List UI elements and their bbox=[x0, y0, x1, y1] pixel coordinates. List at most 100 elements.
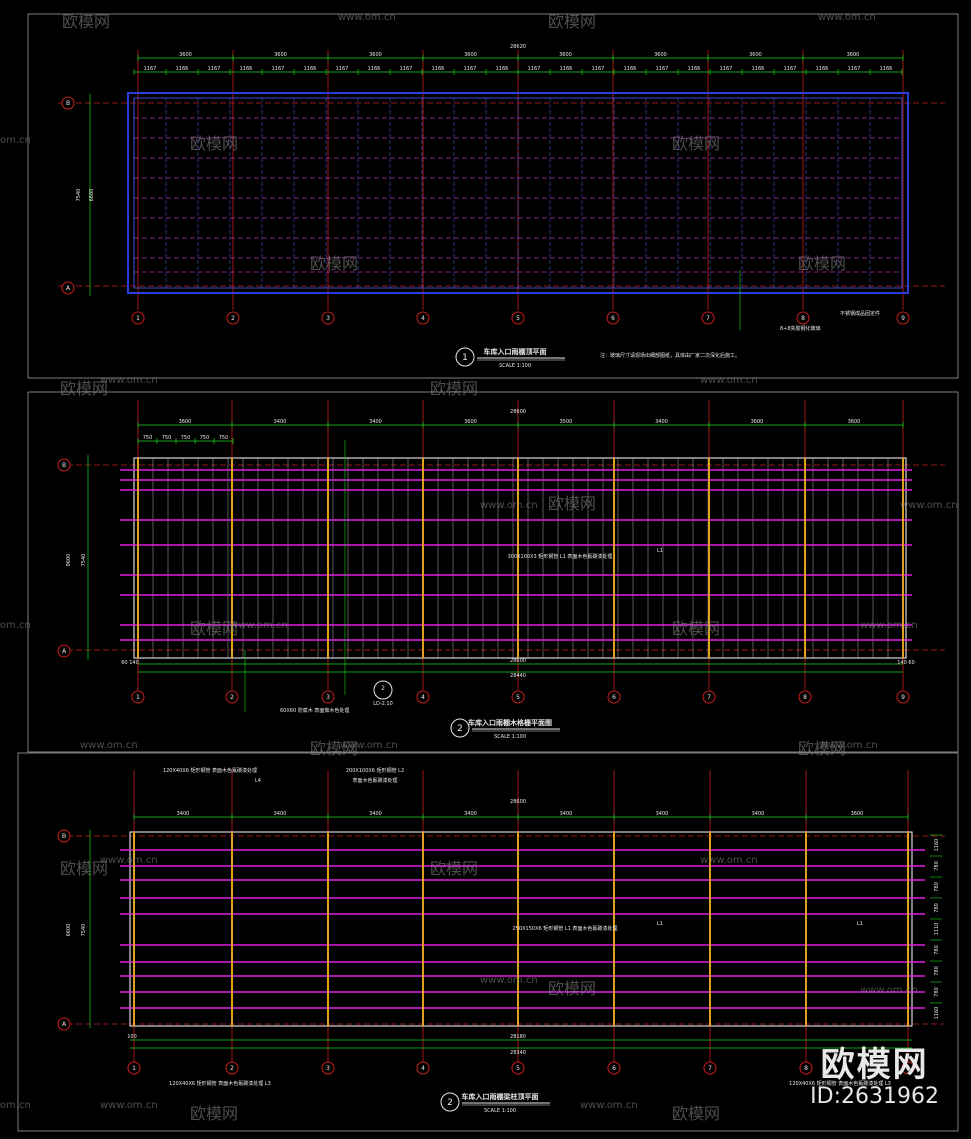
watermark-site: www.om.cn bbox=[860, 620, 918, 631]
plan2-dim-value: 3600 bbox=[179, 419, 192, 425]
plan3-right-dim: 1160 bbox=[934, 1007, 940, 1020]
plan1-axis-label: 7 bbox=[706, 315, 710, 322]
watermark-site: www.om.cn bbox=[700, 375, 758, 386]
plan2-row-label: B bbox=[62, 462, 66, 469]
plan3-row-bubble bbox=[57, 829, 71, 843]
plan1-sub-dim-value: 1166 bbox=[496, 66, 509, 72]
geometry-layer bbox=[17, 13, 959, 1132]
plan3-label-l1a: L1 bbox=[657, 921, 663, 927]
plan1-sub-dim-value: 1167 bbox=[272, 66, 285, 72]
plan3-right-dim: 780 bbox=[934, 945, 940, 955]
plan2-axis-bubble bbox=[131, 690, 145, 704]
plan2-dim-value: 3600 bbox=[464, 419, 477, 425]
plan3-left-mid: 7540 bbox=[81, 924, 87, 937]
plan2-small-dim-value: 750 bbox=[143, 435, 153, 441]
plan2-edge-right: 140 60 bbox=[897, 660, 915, 666]
watermark-brand: 欧模网 bbox=[548, 12, 597, 31]
plan1-sub-dim-value: 1167 bbox=[464, 66, 477, 72]
plan3-right-dim: 780 bbox=[934, 903, 940, 913]
plan1-sub-dim-value: 1166 bbox=[816, 66, 829, 72]
plan3-axis-bubble bbox=[607, 1061, 621, 1075]
plan1-dim-value: 3600 bbox=[369, 52, 382, 58]
plan3-dim-value: 3400 bbox=[656, 811, 669, 817]
plan3-dim-value: 3400 bbox=[752, 811, 765, 817]
plan1-dim-value: 3600 bbox=[464, 52, 477, 58]
brand-id: ID:2631962 bbox=[810, 1084, 939, 1109]
plan3-axis-bubble bbox=[416, 1061, 430, 1075]
plan2-axis-bubble bbox=[607, 690, 621, 704]
plan2-axis-label: 2 bbox=[230, 694, 234, 701]
plan2-dim-value: 3600 bbox=[751, 419, 764, 425]
plan1-total-dim: 28620 bbox=[510, 44, 526, 50]
plan3-dim-value: 3400 bbox=[560, 811, 573, 817]
plan2-axis-bubble bbox=[896, 690, 910, 704]
plan2-dim-value: 3400 bbox=[274, 419, 287, 425]
plan1-row-bubble bbox=[61, 281, 75, 295]
plan2-small-dim-value: 750 bbox=[219, 435, 229, 441]
plan2-title: 车库入口雨棚木格栅平面图 bbox=[468, 718, 552, 727]
watermark-site: www.om.cn bbox=[480, 500, 538, 511]
plan2-axis-bubble bbox=[225, 690, 239, 704]
watermark-brand: 欧模网 bbox=[190, 1104, 239, 1123]
watermark-site: om.cn bbox=[0, 135, 31, 146]
plan3-right-dim: 780 bbox=[934, 861, 940, 871]
plan1-row-bubble bbox=[61, 96, 75, 110]
plan2-label-l1: L1 bbox=[657, 548, 663, 554]
plan3-total-bottom1: 28180 bbox=[510, 1034, 526, 1040]
plan3-total-top: 28600 bbox=[510, 799, 526, 805]
plan2-total-bottom1: 28600 bbox=[510, 658, 526, 664]
watermark-site: www.om.cn bbox=[700, 855, 758, 866]
plan2-dim-value: 3600 bbox=[848, 419, 861, 425]
plan2-number: 2 bbox=[457, 724, 463, 734]
plan3-axis-label: 2 bbox=[230, 1065, 234, 1072]
watermark-site: om.cn bbox=[0, 1100, 31, 1111]
text-layer: 3600 3600 3600 3600 3600 3600 3600 3600 28620 116… bbox=[62, 44, 940, 1114]
plan1-dim-value: 3600 bbox=[559, 52, 572, 58]
plan1-title: 车库入口雨棚顶平面 bbox=[484, 347, 547, 356]
plan3-label-top-left-tag: L4 bbox=[255, 778, 261, 784]
plan3-number-bubble bbox=[440, 1092, 460, 1112]
plan1-row-label: A bbox=[66, 285, 71, 292]
plan1-axis-bubble bbox=[511, 311, 525, 325]
plan2-left-mid: 7540 bbox=[81, 554, 87, 567]
plan1-dim-value: 3600 bbox=[847, 52, 860, 58]
plan2-axis-label: 7 bbox=[707, 694, 711, 701]
plan3-right-dim: 780 bbox=[934, 966, 940, 976]
plan2-total-bottom2: 28440 bbox=[510, 673, 526, 679]
plan1-left-total: 7540 bbox=[76, 189, 82, 202]
plan3-dim-value: 3400 bbox=[177, 811, 190, 817]
watermark-site: www.om.cn bbox=[580, 1100, 638, 1111]
plan3-title: 车库入口雨棚梁柱顶平面 bbox=[462, 1092, 539, 1101]
plan2-axis-label: 6 bbox=[612, 694, 616, 701]
plan1-axis-label: 2 bbox=[231, 315, 235, 322]
plan1-sub-dim-value: 1166 bbox=[304, 66, 317, 72]
plan2-axis-label: 5 bbox=[516, 694, 520, 701]
watermark-brand: 欧模网 bbox=[430, 379, 479, 398]
plan3-col-gap: 100 bbox=[127, 1034, 137, 1040]
plan2-detail-ref: LD-2.10 bbox=[373, 701, 393, 707]
plan1-sub-dim-value: 1167 bbox=[144, 66, 157, 72]
plan1-axis-label: 8 bbox=[801, 315, 805, 322]
plan2-small-dim-value: 750 bbox=[181, 435, 191, 441]
plan1-axis-bubble bbox=[131, 311, 145, 325]
plan1-sub-dim-value: 1166 bbox=[752, 66, 765, 72]
plan2-left-total: 9600 bbox=[66, 554, 72, 567]
plan3-axis-label: 8 bbox=[804, 1065, 808, 1072]
plan3-label-bottom-left: 120X40X6 矩形钢管 表面木色氟碳漆处理 L3 bbox=[169, 1080, 271, 1087]
plan2-axis-bubble bbox=[798, 690, 812, 704]
plan3-axis-bubble bbox=[321, 1061, 335, 1075]
watermark-site: www.om.cn bbox=[100, 855, 158, 866]
plan1-axis-bubble bbox=[796, 311, 810, 325]
plan1-row-label: B bbox=[66, 100, 70, 107]
plan1-sub-dim-value: 1167 bbox=[592, 66, 605, 72]
plan1-axis-label: 6 bbox=[611, 315, 615, 322]
watermark-site: www.om.cn bbox=[340, 740, 398, 751]
plan2-axis-label: 1 bbox=[136, 694, 140, 701]
plan3-right-dim: 1110 bbox=[934, 923, 940, 936]
plan1-dim-value: 3600 bbox=[749, 52, 762, 58]
plan3-frame-outline bbox=[129, 831, 913, 1027]
plan3-row-bubble bbox=[57, 1017, 71, 1031]
plan2-small-dim-value: 750 bbox=[162, 435, 172, 441]
plan3-axis-label: 7 bbox=[708, 1065, 712, 1072]
plan3-right-dim: 780 bbox=[934, 987, 940, 997]
